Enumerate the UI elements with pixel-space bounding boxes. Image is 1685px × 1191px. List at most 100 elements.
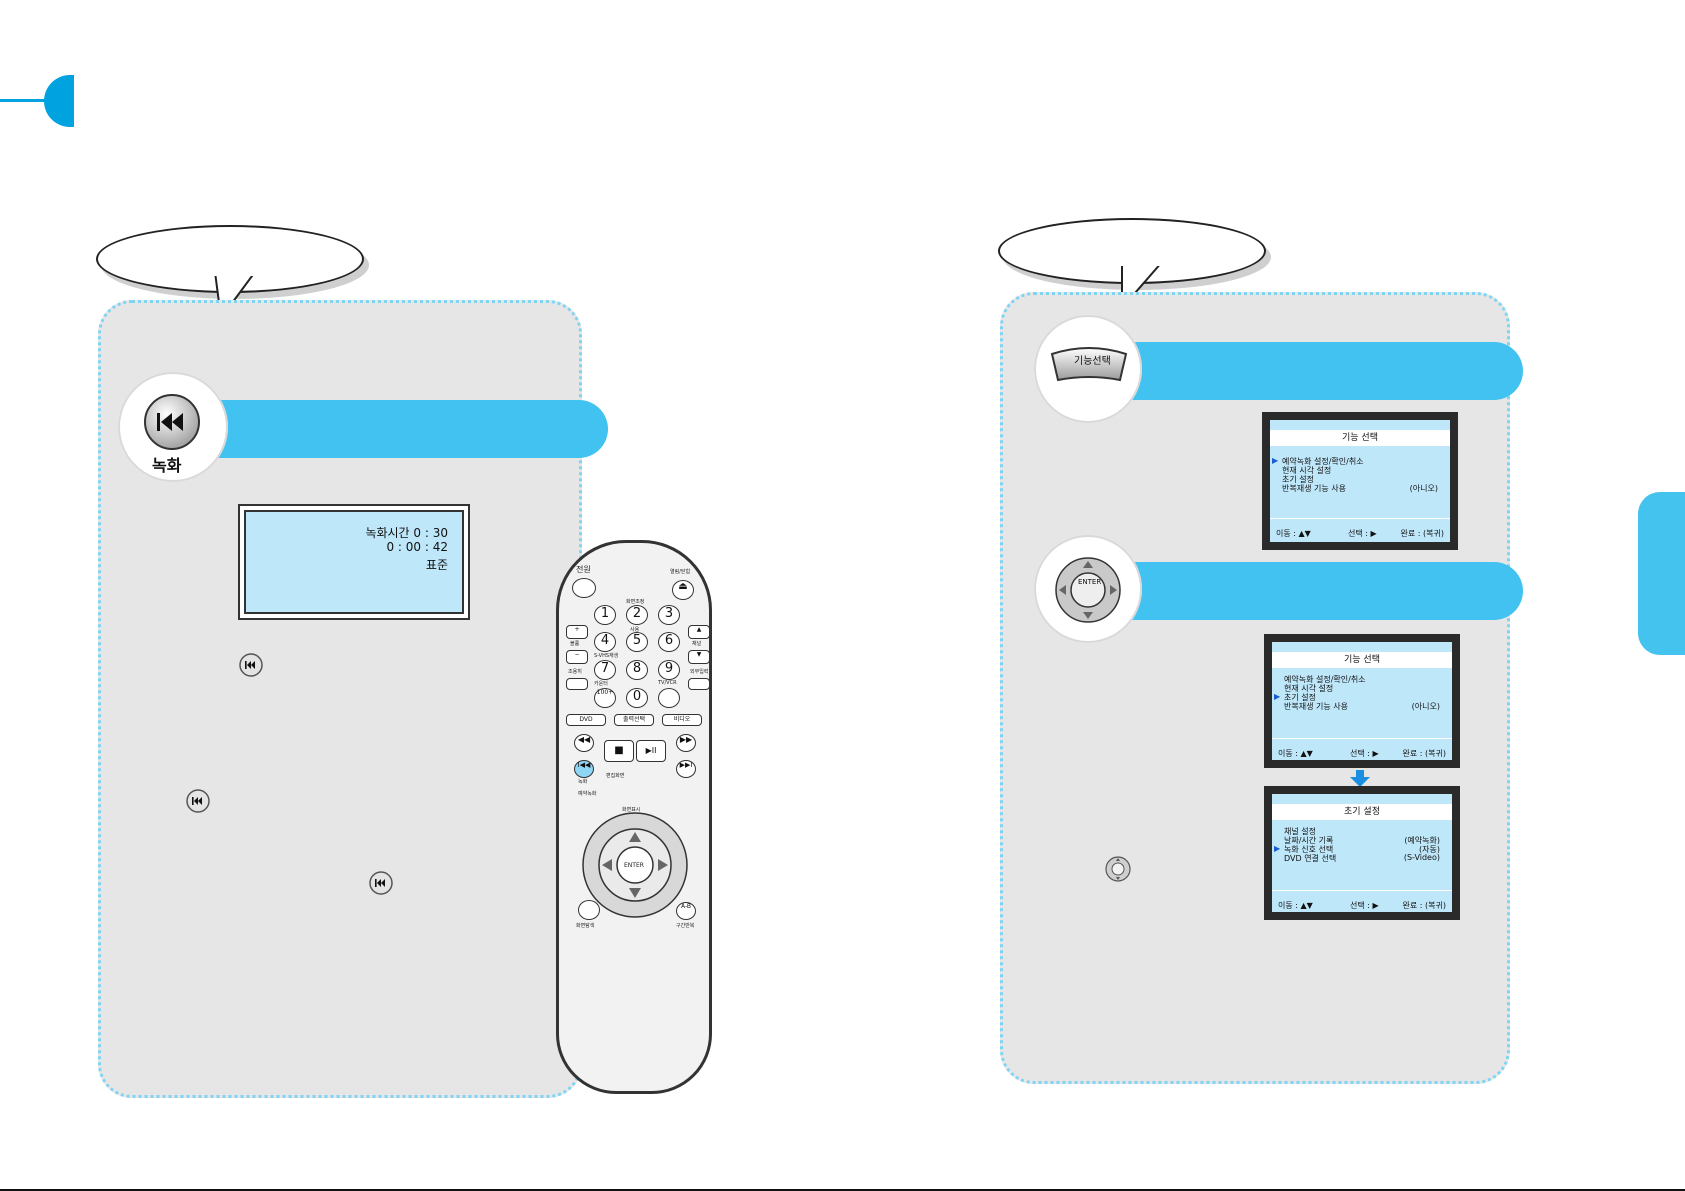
remote-video-button[interactable]: 비디오	[662, 714, 702, 726]
osd1-item-2: 현재 시각 설정	[1282, 466, 1332, 475]
remote-label-tvvcr: TV/VCR	[658, 680, 677, 686]
osd1-cursor-icon: ▶	[1272, 456, 1279, 465]
remote-channel-down[interactable]: ▼	[688, 650, 710, 664]
osd2-cursor-icon: ▶	[1274, 692, 1281, 701]
remote-label-repeat: 구간반복	[676, 923, 695, 929]
record-button-label: 녹화	[152, 456, 182, 475]
remote-ff-button[interactable]: ▶▶	[676, 734, 696, 752]
enter-label: ENTER	[1078, 578, 1102, 586]
menu-button-icon	[1050, 347, 1128, 382]
menu-button-label: 기능선택	[1074, 356, 1111, 367]
skip-back-icon	[369, 871, 393, 895]
osd1-item-4: 반복재생 기능 사용	[1282, 484, 1346, 493]
right-step-bar-2	[1085, 562, 1523, 620]
osd2-footer-select: 선택 : ▶	[1350, 749, 1379, 758]
osd3-separator	[1272, 890, 1452, 891]
osd3-footer-select: 선택 : ▶	[1350, 901, 1379, 910]
remote-tvvcr-button[interactable]	[658, 688, 680, 708]
osd1-value: (아니오)	[1409, 484, 1438, 493]
osd2-title: 기능 선택	[1272, 652, 1452, 668]
remote-open-close-label: 열림/닫힘	[670, 569, 691, 575]
remote-key-5[interactable]: 5	[626, 632, 648, 652]
remote-skip-forward-button[interactable]: ▶▶I	[676, 760, 696, 778]
screen-line-3: 표준	[425, 558, 448, 572]
remote-label-picture: 화면조정	[626, 599, 645, 605]
remote-key-3[interactable]: 3	[658, 605, 680, 625]
remote-play-pause-button[interactable]: ▶II	[636, 740, 666, 762]
remote-input-button[interactable]	[688, 678, 710, 690]
remote-output-button[interactable]: 출력선택	[614, 714, 654, 726]
remote-volume-down[interactable]: −	[566, 650, 588, 664]
remote-key-4[interactable]: 4	[594, 632, 616, 652]
chapter-tab	[1638, 492, 1685, 655]
remote-key-0[interactable]: 0	[626, 688, 648, 708]
osd1-footer-done: 완료 : (복귀)	[1400, 529, 1444, 538]
remote-key-9[interactable]: 9	[658, 660, 680, 680]
remote-label-display: 화면표시	[622, 807, 641, 813]
osd3-value-1: (예약녹화)	[1404, 836, 1440, 845]
left-step-bar	[190, 400, 608, 458]
enter-dpad-icon	[1055, 557, 1121, 623]
remote-record-button[interactable]: I◀◀	[574, 760, 594, 778]
remote-label-svhs: S-VHS재생	[594, 653, 619, 659]
osd3-item-1: 채널 설정	[1284, 827, 1316, 836]
remote-stop-button[interactable]: ■	[604, 740, 634, 762]
remote-ab-button[interactable]: A-B	[676, 902, 696, 920]
remote-label-record: 녹화	[578, 779, 588, 785]
remote-label-mute: 조용히	[568, 669, 582, 675]
osd1-separator	[1270, 518, 1450, 519]
osd3-footer-done: 완료 : (복귀)	[1402, 901, 1446, 910]
remote-label-channel: 채널	[692, 641, 702, 647]
record-time-screen: 녹화시간 0 : 30 0 : 00 : 42 표준	[244, 510, 464, 614]
remote-channel-up[interactable]: ▲	[688, 625, 710, 639]
remote-eject-button[interactable]: ⏏	[672, 580, 694, 600]
right-step-bar-1	[1085, 342, 1523, 400]
osd3-footer-move: 이동 : ▲▼	[1278, 901, 1313, 910]
screen-line-1: 녹화시간 0 : 30	[365, 526, 448, 540]
osd3-item-2: 날짜/시간 기록	[1284, 836, 1334, 845]
osd1-item-3: 초기 설정	[1282, 475, 1314, 484]
remote-label-volume: 볼륨	[570, 641, 580, 647]
remote-dvd-button[interactable]: DVD	[566, 714, 606, 726]
osd-initial-settings: 초기 설정 채널 설정 날짜/시간 기록 (예약녹화) ▶ 녹화 신호 선택 (…	[1264, 786, 1460, 920]
header-rule	[0, 99, 56, 102]
osd3-value-3: (S-Video)	[1403, 853, 1440, 862]
remote-label-edit: 편집화면	[606, 773, 625, 779]
osd3-item-4: DVD 연결 선택	[1284, 854, 1337, 863]
remote-key-100[interactable]: 100+	[594, 688, 616, 708]
remote-nav-wheel[interactable]	[580, 810, 690, 920]
osd-function-menu-1: 기능 선택 예약녹화 설정/확인/취소 ▶ 현재 시각 설정 초기 설정 반복재…	[1262, 412, 1458, 550]
osd2-separator	[1272, 738, 1452, 739]
remote-label-reserve: 예약녹화	[578, 791, 597, 797]
osd2-item-4: 반복재생 기능 사용	[1284, 702, 1348, 711]
skip-back-icon	[186, 789, 210, 813]
osd2-item-3: 초기 설정	[1284, 693, 1316, 702]
osd3-value-2: (자동)	[1419, 845, 1440, 854]
osd1-footer-move: 이동 : ▲▼	[1276, 529, 1311, 538]
osd1-title: 기능 선택	[1270, 430, 1450, 446]
footer-rule	[0, 1189, 1685, 1191]
remote-enter-label: ENTER	[624, 862, 644, 869]
down-arrow-icon	[1350, 770, 1370, 787]
osd1-footer-select: 선택 : ▶	[1348, 529, 1377, 538]
remote-key-1[interactable]: 1	[594, 605, 616, 625]
remote-key-6[interactable]: 6	[658, 632, 680, 652]
remote-power-label: 전원	[576, 565, 591, 574]
section-tab	[44, 75, 74, 127]
remote-rewind-button[interactable]: ◀◀	[574, 734, 594, 752]
remote-power-button[interactable]	[572, 578, 596, 598]
remote-label-input: 외부입력	[690, 669, 709, 675]
remote-key-7[interactable]: 7	[594, 660, 616, 680]
remote-mute-button[interactable]	[566, 678, 588, 690]
osd-function-menu-2: 기능 선택 예약녹화 설정/확인/취소 현재 시각 설정 ▶ 초기 설정 반복재…	[1264, 634, 1460, 768]
remote-key-2[interactable]: 2	[626, 605, 648, 625]
osd2-footer-move: 이동 : ▲▼	[1278, 749, 1313, 758]
osd3-item-3: 녹화 신호 선택	[1284, 845, 1334, 854]
osd2-item-1: 예약녹화 설정/확인/취소	[1284, 675, 1366, 684]
osd2-footer-done: 완료 : (복귀)	[1402, 749, 1446, 758]
remote-hidden-button[interactable]	[578, 900, 600, 920]
remote-volume-up[interactable]: +	[566, 625, 588, 639]
remote-label-counter: 카운터	[594, 681, 608, 687]
remote-key-8[interactable]: 8	[626, 660, 648, 680]
skip-back-icon	[239, 653, 263, 677]
